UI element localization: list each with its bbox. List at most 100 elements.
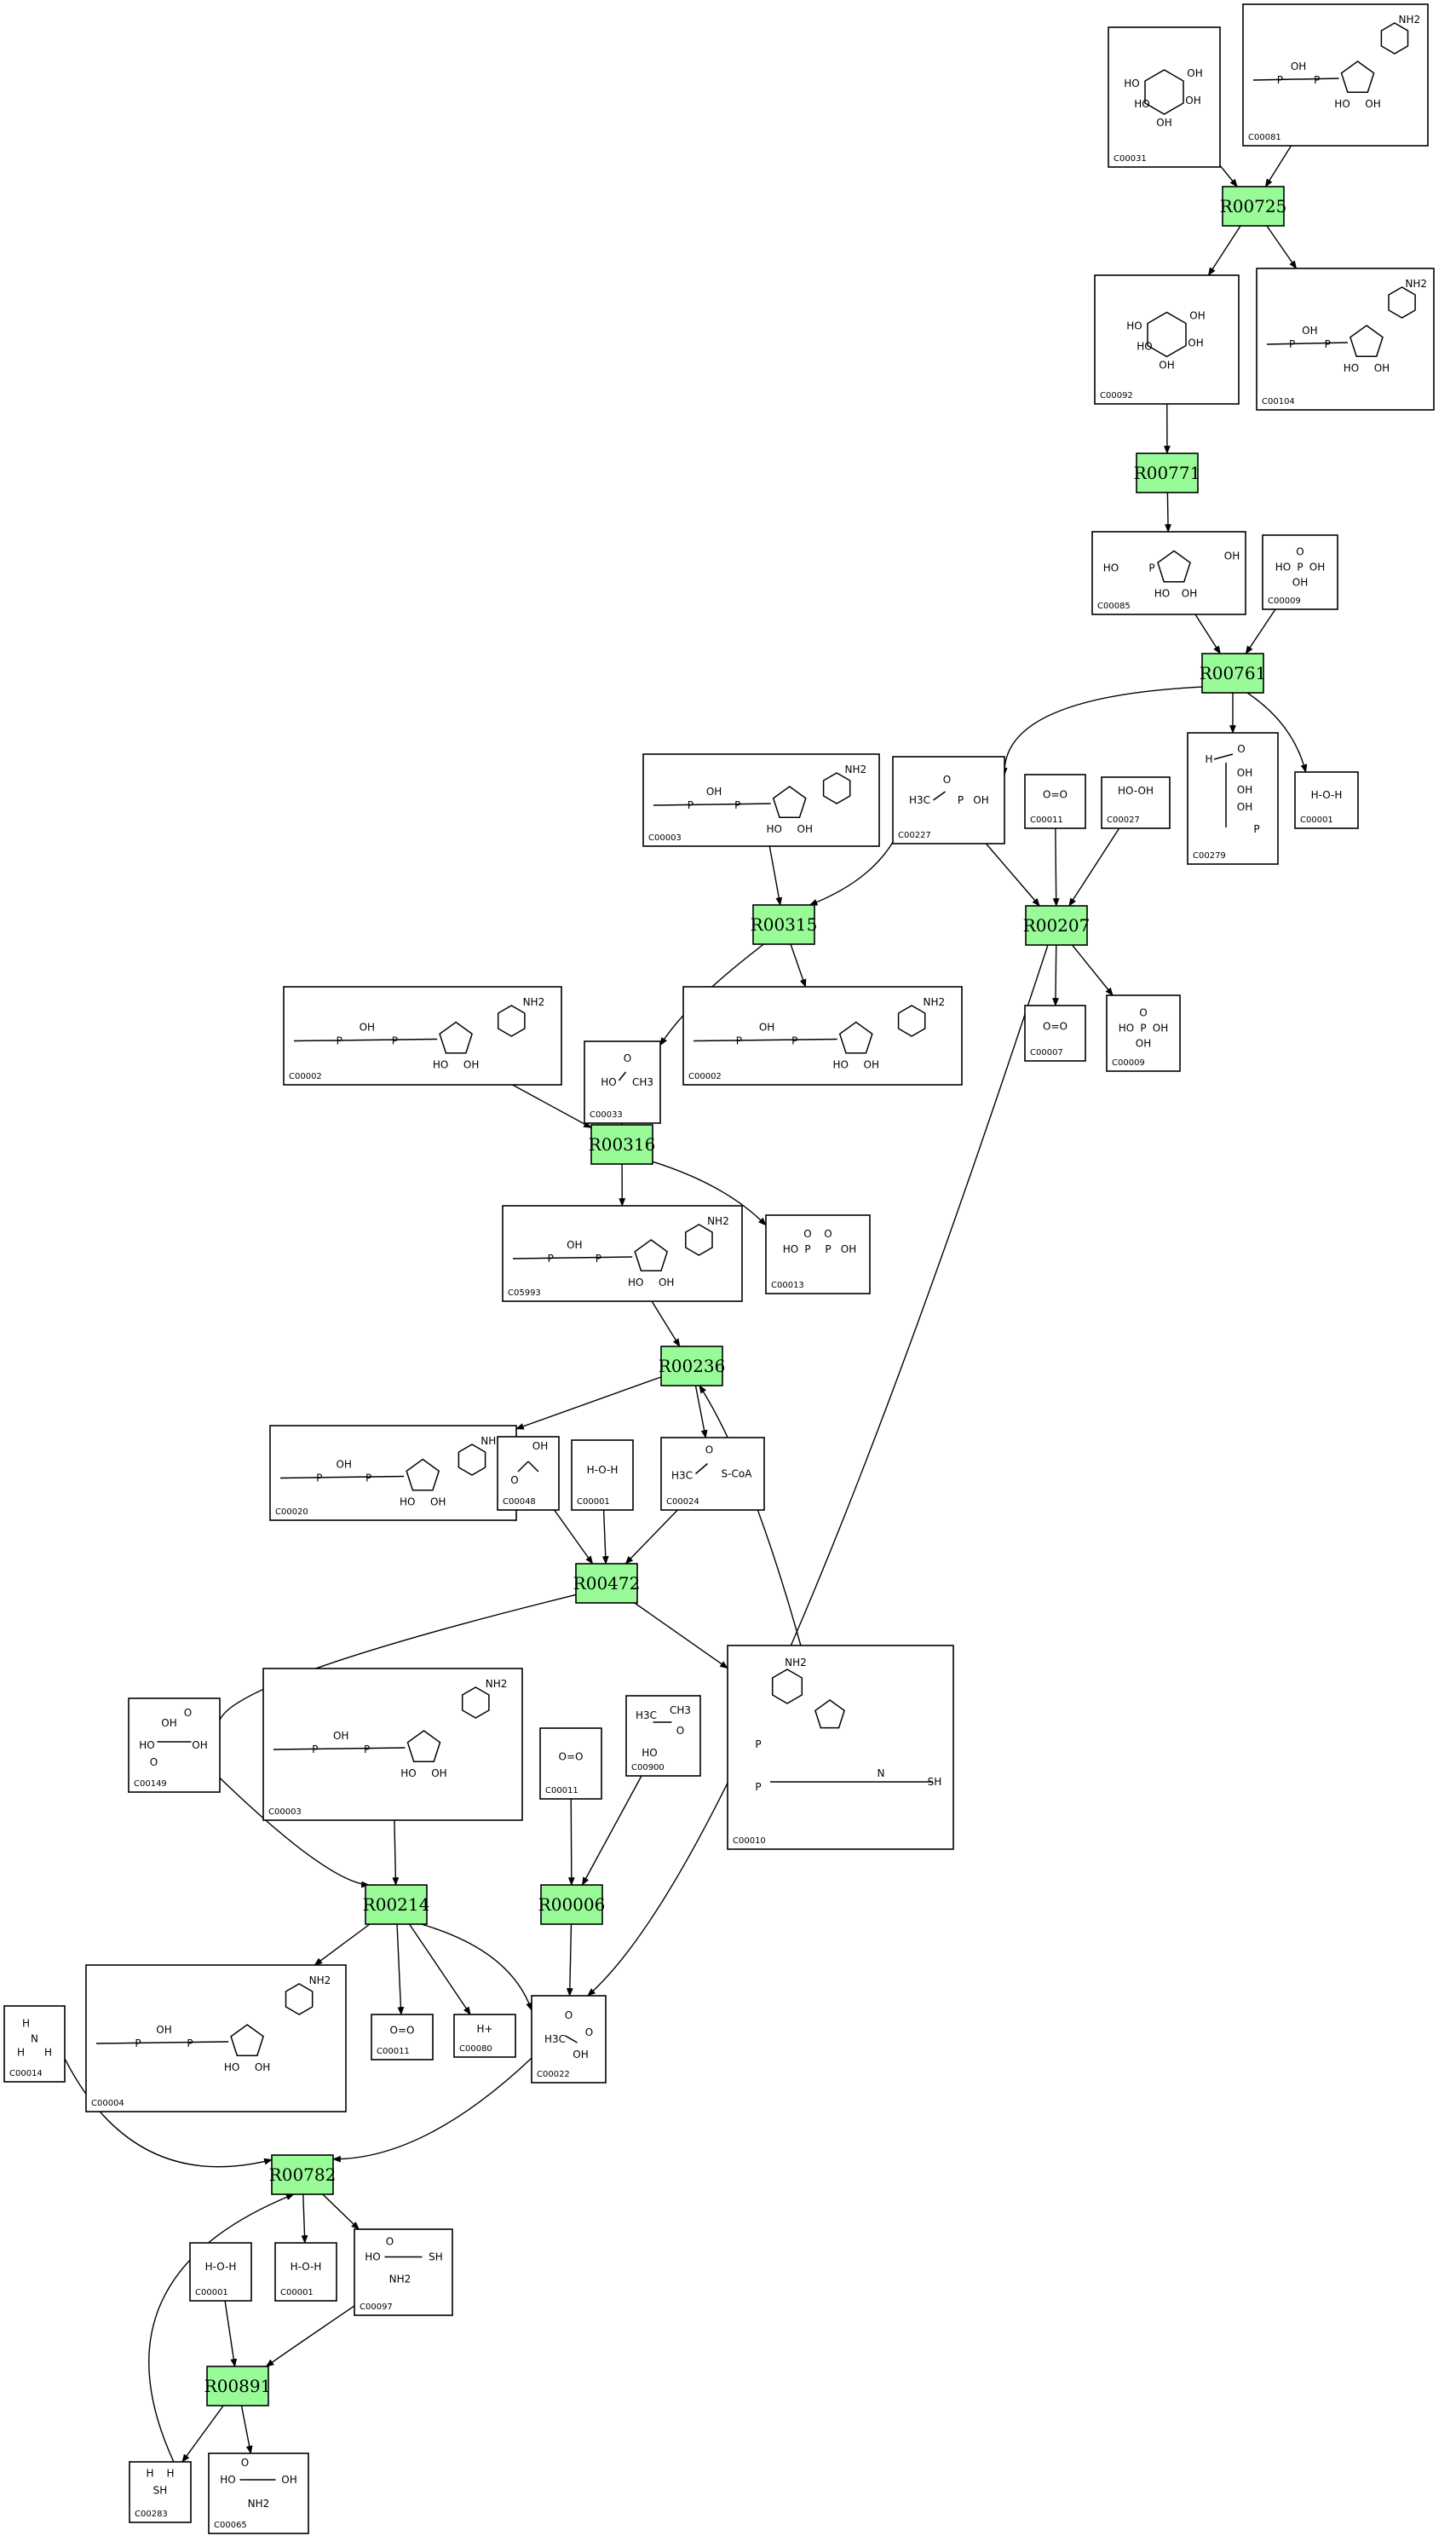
svg-text:OH: OH (573, 2049, 588, 2060)
reaction-edge (809, 842, 894, 906)
svg-text:OH: OH (1187, 67, 1202, 79)
svg-text:H: H (146, 2468, 153, 2480)
reaction-r00771[interactable]: R00771 (1134, 452, 1201, 493)
compound-c00001[interactable]: H-O-H C00001 (571, 1439, 634, 1511)
svg-text:HO: HO (628, 1277, 643, 1288)
svg-text:NH2: NH2 (1398, 14, 1420, 26)
compound-id-label: C00081 (1248, 133, 1281, 142)
svg-text:NH2: NH2 (844, 764, 866, 775)
reaction-r00782[interactable]: R00782 (269, 2154, 337, 2195)
reaction-r00891[interactable]: R00891 (204, 2366, 272, 2406)
reaction-r00761[interactable]: R00761 (1200, 653, 1267, 694)
reaction-r00315[interactable]: R00315 (751, 904, 818, 945)
svg-text:HO: HO (642, 1747, 657, 1759)
reaction-r00236[interactable]: R00236 (659, 1346, 726, 1386)
svg-text:HO: HO (783, 1243, 798, 1255)
reaction-edge (601, 1509, 609, 1565)
reaction-r00214[interactable]: R00214 (363, 1884, 430, 1925)
svg-text:P: P (755, 1738, 761, 1750)
compound-c00001[interactable]: H-O-H C00001 (1294, 771, 1359, 829)
svg-text:OH: OH (281, 2474, 296, 2486)
svg-text:O: O (565, 2009, 573, 2021)
reaction-edge (392, 1819, 400, 1886)
reaction-edge (181, 2405, 224, 2463)
compound-id-label: C00001 (1300, 816, 1333, 825)
svg-text:NH2: NH2 (1405, 278, 1427, 290)
svg-text:H-O-H: H-O-H (587, 1464, 619, 1476)
svg-text:P: P (187, 2037, 193, 2049)
structure-drawing: H-O-H (205, 2261, 237, 2273)
compound-id-label: C00001 (577, 1497, 610, 1507)
reaction-r00207[interactable]: R00207 (1023, 905, 1091, 946)
reaction-edge (1219, 164, 1238, 187)
reaction-edge (421, 1923, 532, 2011)
reaction-r00725[interactable]: R00725 (1220, 186, 1287, 227)
reaction-label: R00782 (269, 2164, 337, 2185)
reaction-r00316[interactable]: R00316 (589, 1124, 656, 1165)
svg-text:OH: OH (1224, 550, 1240, 562)
svg-text:S-CoA: S-CoA (722, 1468, 753, 1480)
reaction-r00006[interactable]: R00006 (538, 1884, 606, 1925)
svg-text:P: P (364, 1744, 370, 1755)
svg-text:HO: HO (1334, 98, 1350, 110)
reaction-edge (148, 2193, 295, 2463)
reaction-r00472[interactable]: R00472 (573, 1563, 641, 1604)
reaction-edge (1000, 686, 1203, 776)
svg-text:OH: OH (567, 1239, 582, 1251)
reaction-edge (314, 1923, 371, 1966)
compound-id-label: C00009 (1268, 597, 1301, 606)
reaction-edge (64, 2058, 273, 2168)
svg-text:P: P (1314, 74, 1320, 86)
svg-text:OH: OH (333, 1730, 348, 1742)
svg-text:OH: OH (431, 1767, 446, 1779)
reaction-edge (581, 1775, 642, 1886)
structure-drawing: H-O-H (1311, 789, 1343, 801)
reaction-label: R00891 (204, 2376, 272, 2396)
svg-text:H3C: H3C (544, 2033, 566, 2045)
compound-c00080[interactable]: H+C00080 (453, 2014, 516, 2058)
reaction-edge (790, 943, 807, 988)
